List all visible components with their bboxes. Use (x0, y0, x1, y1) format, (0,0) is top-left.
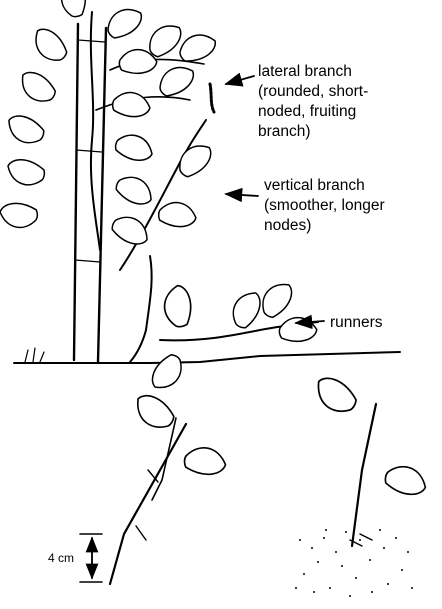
lateral-branch-label-line: noded, fruiting (258, 103, 357, 120)
cutting-rooted-stem (108, 417, 188, 586)
vertical-branch-label-line: (smoother, longer (264, 197, 385, 214)
lateral-branch-label-line: lateral branch (258, 63, 352, 80)
lateral-branch-label-line: branch) (258, 123, 311, 140)
scale-bar (80, 533, 102, 582)
vertical-branch (119, 119, 207, 271)
cutting-planted-leaves (310, 373, 427, 496)
ground-grass (24, 347, 45, 363)
runners-label: runners (330, 314, 383, 331)
vertical-branch-label-line: nodes) (264, 217, 312, 234)
lateral-branch-arrow (224, 72, 255, 87)
runners-arrow (294, 314, 325, 330)
main-stem (89, 11, 101, 251)
lateral-branch-label: lateral branch (rounded, short- noded, f… (258, 62, 438, 142)
fruit-spike (208, 82, 216, 114)
vertical-branch-arrow (224, 187, 259, 203)
soil (295, 529, 413, 597)
vertical-branch-label: vertical branch (smoother, longer nodes) (264, 176, 434, 236)
runner-leaves (148, 277, 320, 395)
cutting-planted-stem (349, 402, 378, 548)
lateral-branch-label-line: (rounded, short- (258, 83, 369, 100)
lateral-branch (95, 96, 191, 111)
support-post (72, 22, 108, 364)
scale-label: 4 cm (48, 551, 75, 565)
ground-line (13, 351, 401, 364)
vertical-branch-label-line: vertical branch (264, 177, 365, 194)
leaf-cluster (0, 0, 220, 247)
